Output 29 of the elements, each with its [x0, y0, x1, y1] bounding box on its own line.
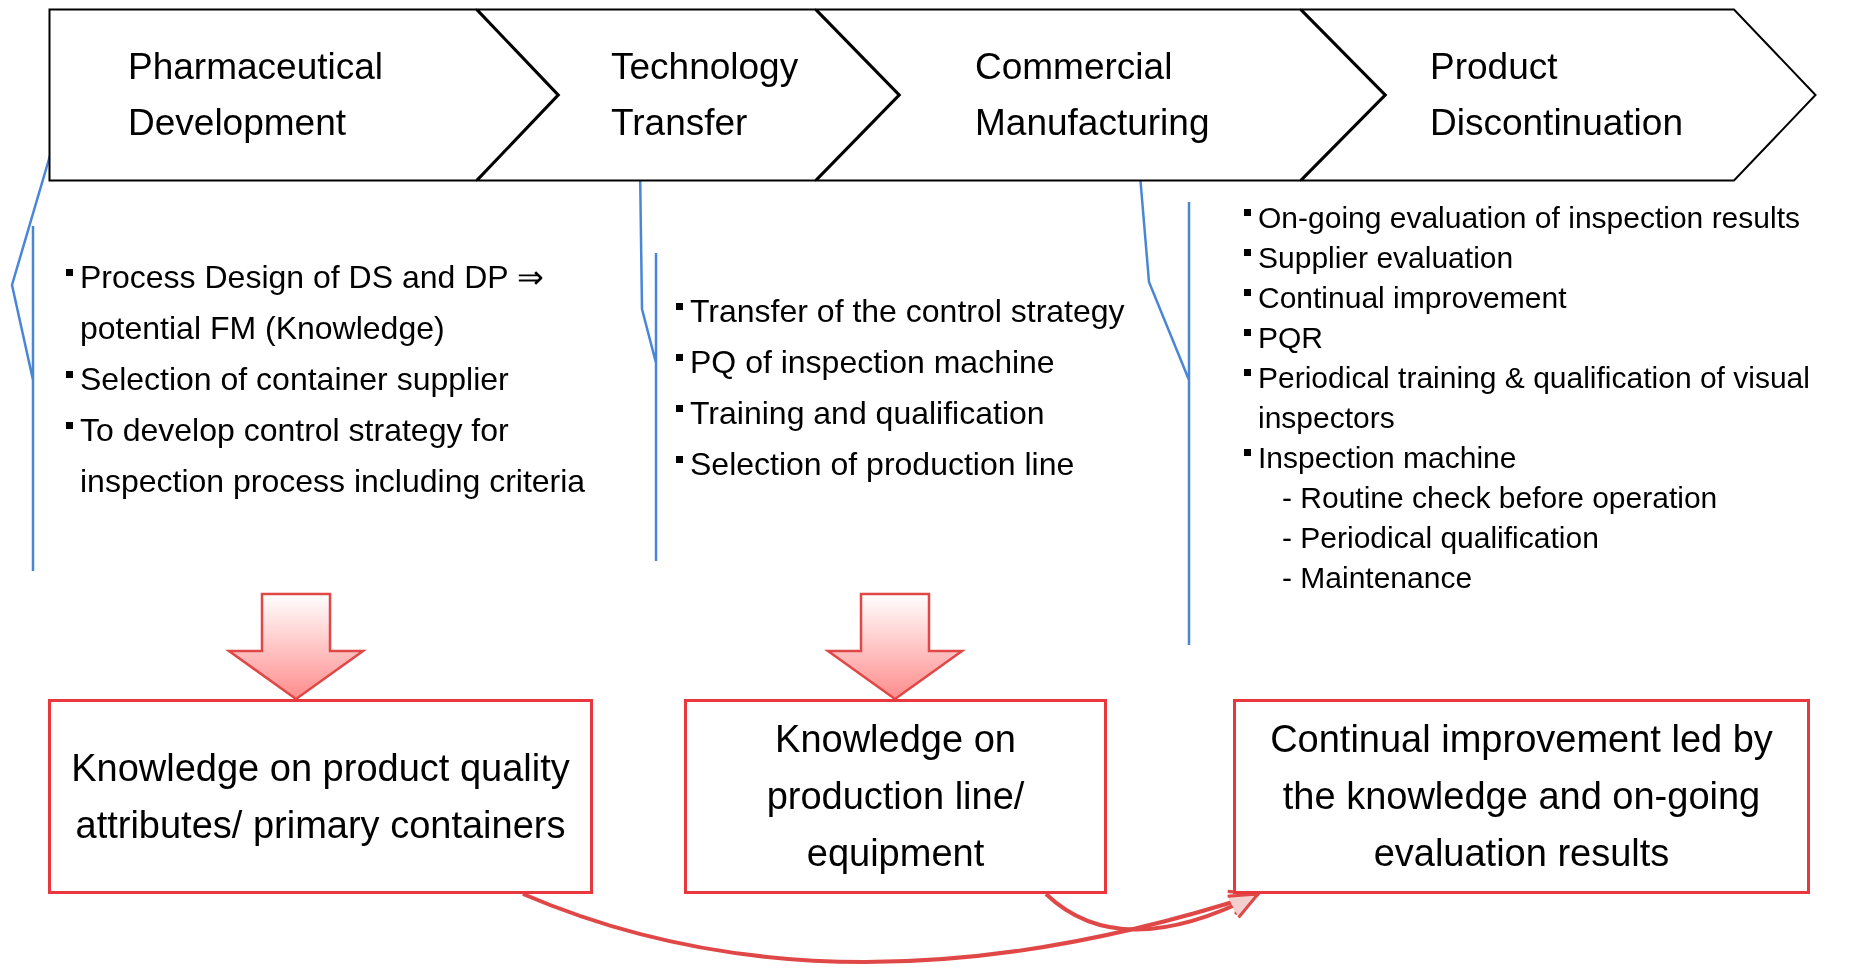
stage-label: Pharmaceutical Development — [128, 45, 383, 145]
box-text: Knowledge on production line/ equipment — [765, 717, 1026, 876]
list-item: Selection of production line — [690, 446, 1075, 482]
list-item: Training and qualification — [690, 395, 1045, 431]
list-item: To develop control strategy for inspection process including criteria — [80, 412, 586, 499]
box-text: Continual improvement led by the knowledge and on-going evaluation results — [1269, 717, 1774, 876]
list-item: Selection of container supplier — [80, 361, 509, 397]
block-arrow — [225, 592, 367, 701]
list-item: - Routine check before operation — [1282, 481, 1718, 514]
block-arrow — [824, 592, 966, 701]
list-item: Supplier evaluation — [1258, 241, 1514, 274]
stage-label: Commercial Manufacturing — [975, 45, 1210, 145]
list-item: Periodical training & qualification of visual inspectors — [1258, 361, 1810, 434]
result-box — [48, 699, 593, 894]
list-item: PQR — [1258, 321, 1323, 354]
stage-label: Product Discontinuation — [1430, 45, 1683, 145]
box-text: Knowledge on product quality attributes/ primary containers — [70, 745, 571, 848]
result-box — [1233, 699, 1810, 894]
list-item: Process Design of DS and DP ⇒ potential FM (Knowledge) — [80, 259, 544, 346]
list-item: - Periodical qualification — [1282, 521, 1599, 554]
list-item: - Maintenance — [1282, 561, 1473, 594]
list-item: Continual improvement — [1258, 281, 1567, 314]
list-item: Transfer of the control strategy — [690, 293, 1125, 329]
stage-label: Technology Transfer — [611, 45, 799, 145]
result-box — [684, 699, 1107, 894]
list-item: PQ of inspection machine — [690, 344, 1055, 380]
curved-arrow — [1044, 892, 1260, 932]
list-item: On-going evaluation of inspection results — [1258, 201, 1800, 234]
list-item: Inspection machine — [1258, 441, 1517, 474]
